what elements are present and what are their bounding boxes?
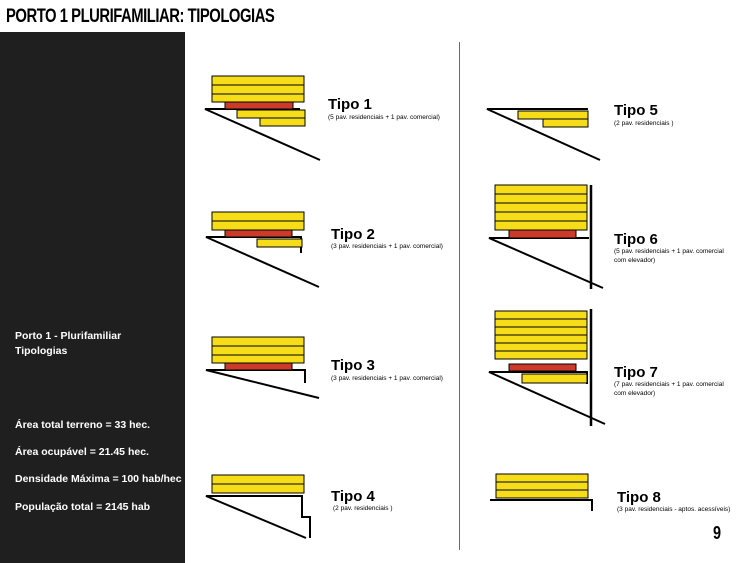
tipo-7-description: (7 pav. residenciais + 1 pav. comercial …	[614, 381, 724, 397]
tipo-6-floor	[494, 193, 588, 204]
page-title: PORTO 1 PLURIFAMILIAR: TIPOLOGIAS	[6, 6, 275, 27]
tipo-5-description: (2 pav. residenciais )	[614, 120, 674, 127]
tipo-6-commercial	[508, 229, 577, 239]
tipo-7-floor	[494, 334, 588, 344]
column-divider	[459, 42, 460, 550]
tipo-1-floor	[211, 84, 305, 95]
tipo-7-floor	[494, 326, 588, 336]
tipo-7-floor	[494, 318, 588, 328]
tipo-1-floor	[211, 75, 305, 86]
tipo-1-label: Tipo 1	[328, 96, 372, 113]
tipo-6-label: Tipo 6	[614, 231, 658, 248]
tipo-8-floor	[495, 473, 589, 483]
tipo-1-commercial	[224, 101, 294, 110]
tipo-3-commercial	[224, 362, 293, 371]
sidebar-subheading: Tipologias	[15, 345, 68, 357]
stat-populacao: População total = 2145 hab	[15, 501, 151, 513]
tipo-8-label: Tipo 8	[617, 489, 661, 506]
tipo-2-floor	[211, 211, 305, 222]
tipo-5-floor	[542, 118, 589, 128]
sidebar-panel: Porto 1 - Plurifamiliar Tipologias Área …	[0, 32, 185, 563]
tipo-3-floor	[211, 345, 305, 356]
tipo-4-floor	[211, 474, 305, 485]
tipo-5-section	[486, 108, 601, 161]
tipo-7-label: Tipo 7	[614, 364, 658, 381]
stat-area-ocupavel: Área ocupável = 21.45 hec.	[15, 446, 149, 458]
tipo-7-floor	[494, 350, 588, 360]
tipo-3-section	[205, 336, 320, 399]
tipo-2-label: Tipo 2	[331, 226, 375, 243]
tipo-6-floor	[494, 211, 588, 222]
tipo-3-label: Tipo 3	[331, 357, 375, 374]
tipo-2-floor	[211, 220, 305, 231]
tipo-6-floor	[494, 184, 588, 195]
tipo-2-section	[205, 211, 320, 288]
tipo-8-description: (3 pav. residenciais - aptos. acessíveis…	[617, 506, 731, 513]
tipo-4-section	[205, 474, 311, 539]
tipo-7-commercial	[508, 363, 577, 372]
tipo-2-floor	[256, 238, 303, 248]
tipo-7-section	[488, 309, 606, 426]
tipo-6-section	[488, 184, 604, 289]
tipo-5-label: Tipo 5	[614, 102, 658, 119]
tipo-3-floor	[211, 354, 305, 364]
stat-area-total: Área total terreno = 33 hec.	[15, 419, 151, 431]
tipo-1-floor	[259, 117, 306, 127]
tipo-8-floor	[495, 489, 589, 499]
tipo-4-description: (2 pav. residenciais )	[333, 505, 393, 512]
tipo-7-floor	[521, 373, 588, 384]
page-number: 9	[713, 523, 722, 543]
sidebar-heading: Porto 1 - Plurifamiliar	[15, 330, 122, 342]
tipo-8-floor	[495, 481, 589, 491]
tipo-1-floor	[211, 93, 305, 103]
tipo-3-floor	[211, 336, 305, 347]
tipo-1-floor	[236, 109, 306, 119]
tipo-1-section	[204, 75, 321, 161]
stat-densidade: Densidade Máxima = 100 hab/hec	[15, 473, 182, 485]
tipo-2-description: (3 pav. residenciais + 1 pav. comercial)	[331, 243, 443, 250]
tipo-5-floor	[517, 110, 589, 120]
tipo-2-commercial	[224, 229, 293, 238]
tipo-8-section	[490, 473, 593, 511]
tipo-7-floor	[494, 342, 588, 352]
tipo-4-floor	[211, 483, 305, 494]
tipo-3-description: (3 pav. residenciais + 1 pav. comercial)	[331, 375, 443, 382]
tipo-6-floor	[494, 202, 588, 213]
tipo-1-description: (5 pav. residenciais + 1 pav. comercial)	[328, 114, 440, 121]
tipo-7-floor	[494, 310, 588, 320]
tipo-4-label: Tipo 4	[331, 488, 375, 505]
tipo-6-floor	[494, 220, 588, 231]
